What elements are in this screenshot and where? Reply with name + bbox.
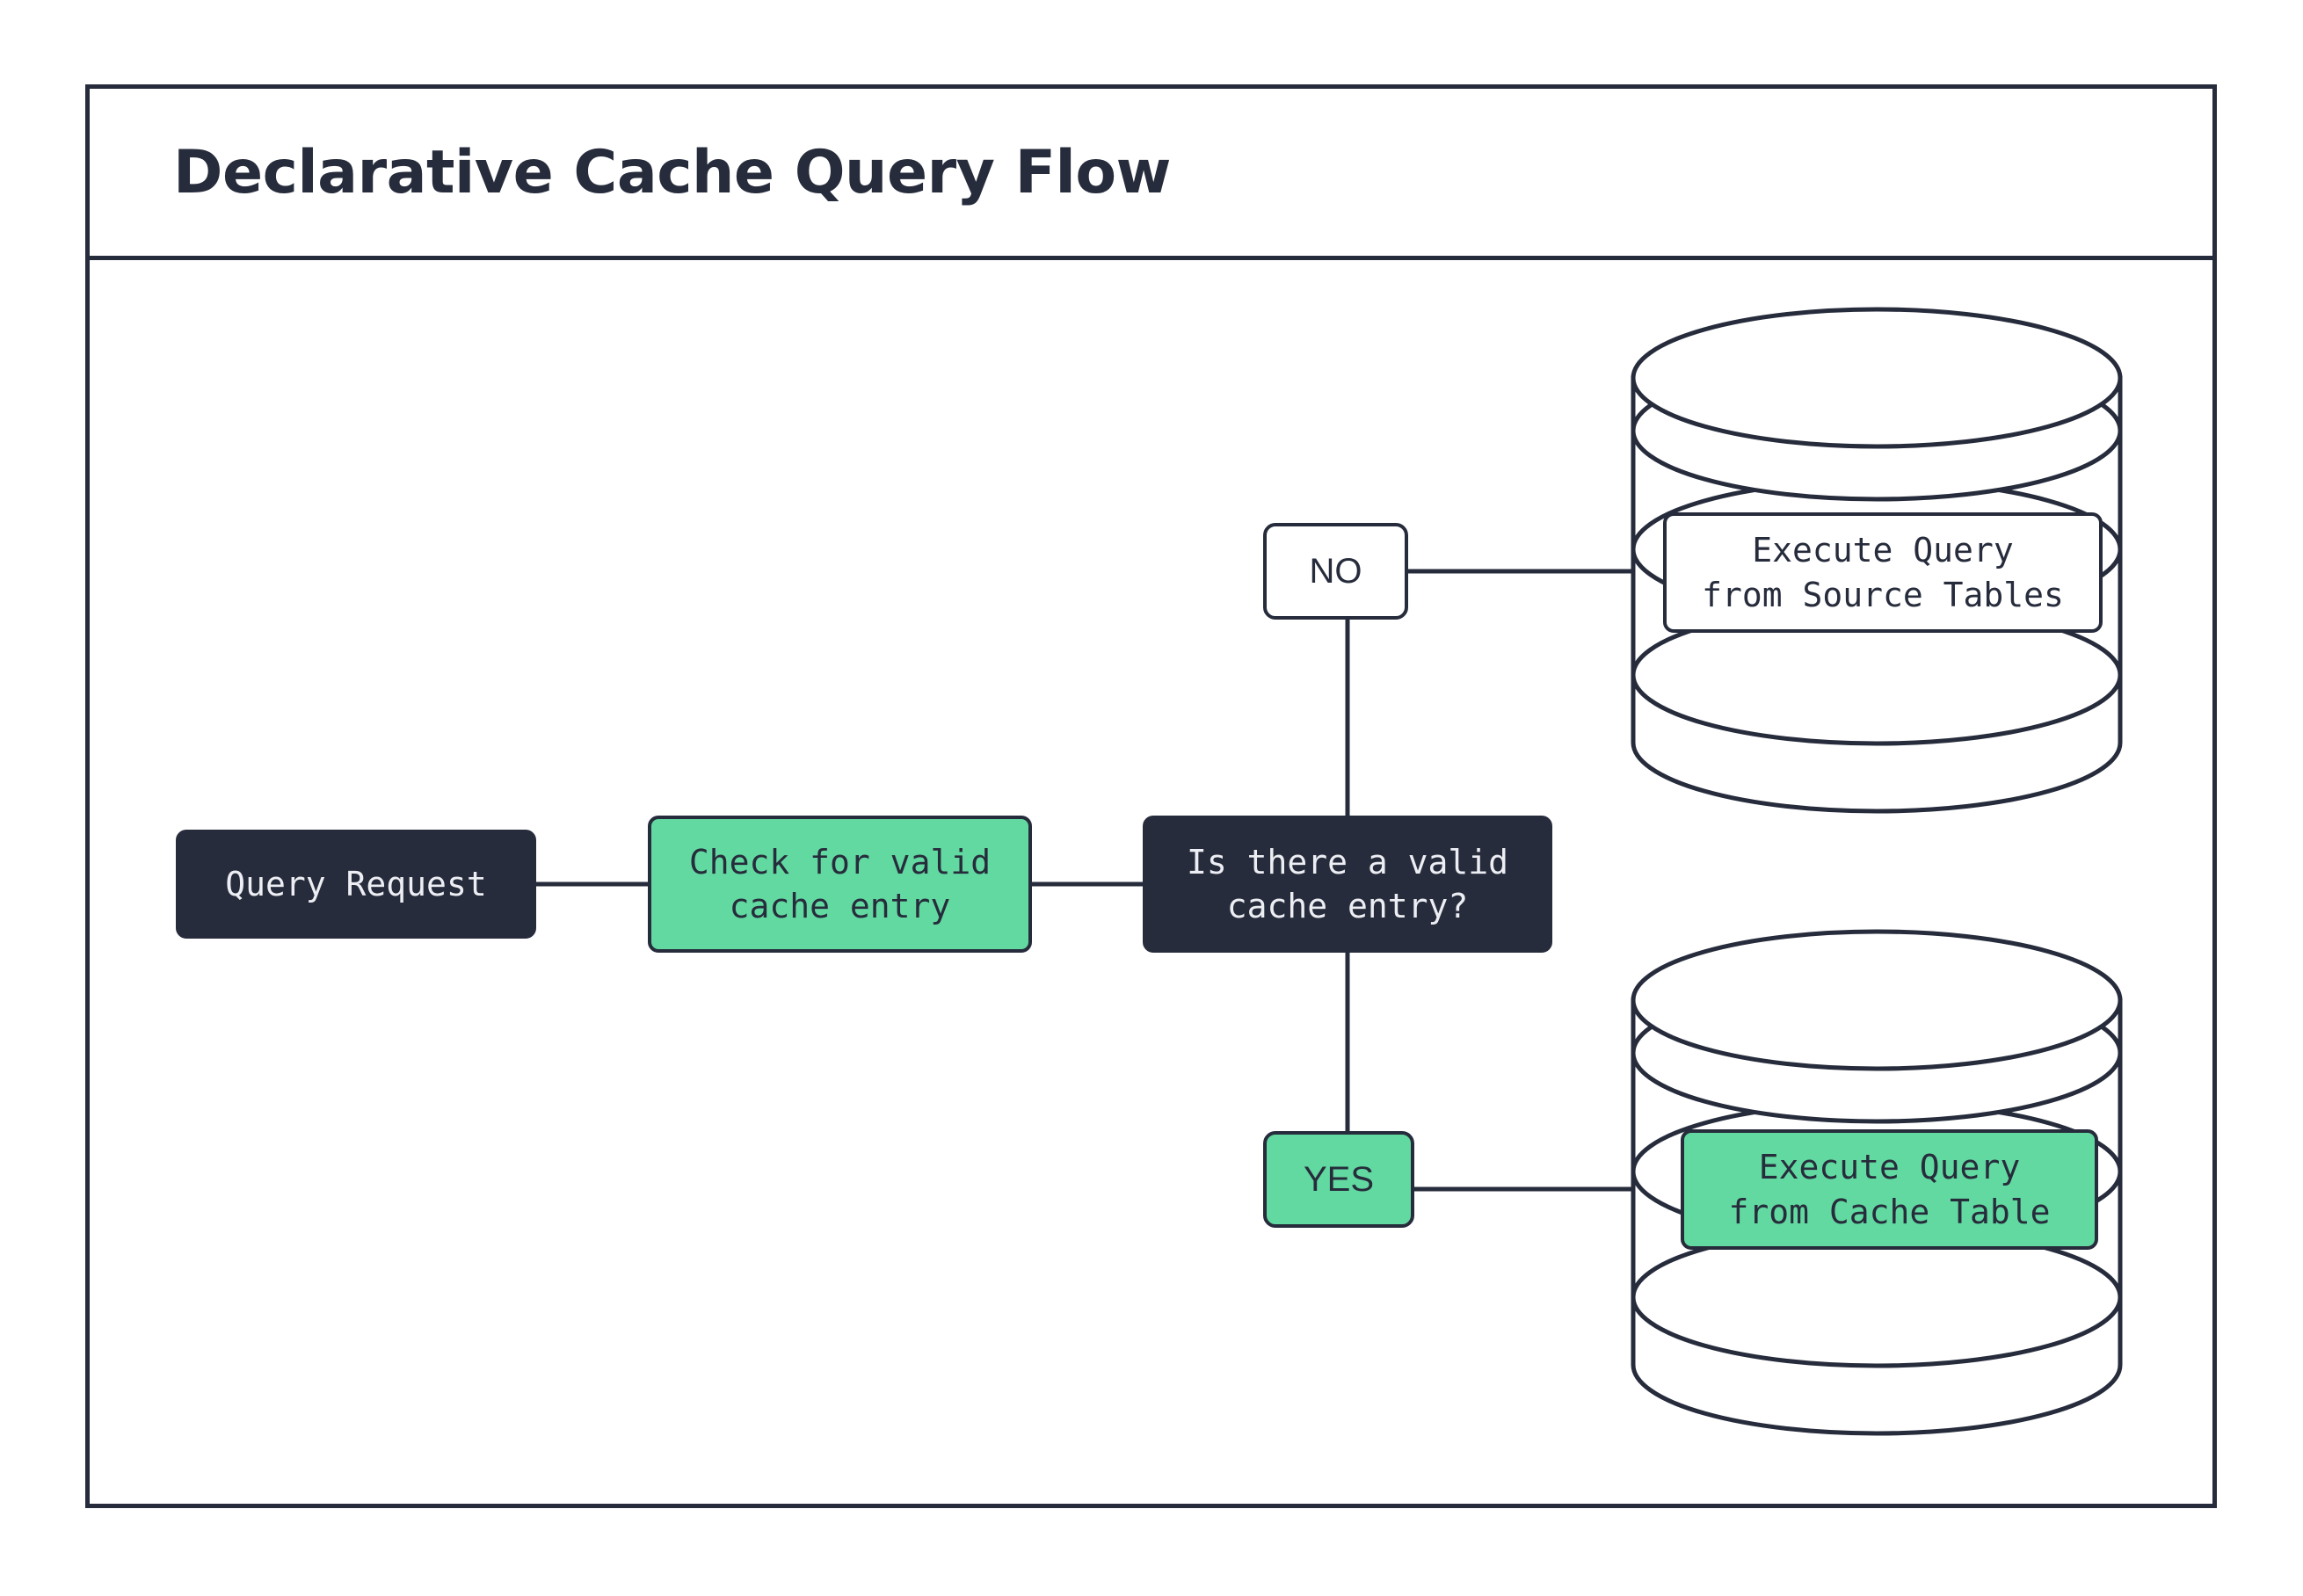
edge-label-no[interactable]: NO	[1263, 523, 1408, 620]
node-is-there-valid-cache-entry[interactable]: Is there a valid cache entry?	[1143, 816, 1552, 953]
cache-db-disc-1	[1631, 982, 2123, 1124]
diagram-header: Declarative Cache Query Flow	[90, 89, 2212, 260]
cache-db-top	[1631, 929, 2123, 1071]
page-title: Declarative Cache Query Flow	[173, 137, 1171, 207]
source-db-top	[1631, 307, 2123, 449]
edge-label-yes[interactable]: YES	[1263, 1131, 1414, 1228]
node-query-request[interactable]: Query Request	[176, 830, 536, 939]
node-check-for-valid-cache-entry[interactable]: Check for valid cache entry	[648, 816, 1032, 953]
source-db-disc-1	[1631, 359, 2123, 502]
node-execute-query-from-source-tables[interactable]: Execute Query from Source Tables	[1663, 512, 2103, 633]
node-execute-query-from-cache-table[interactable]: Execute Query from Cache Table	[1681, 1129, 2098, 1250]
